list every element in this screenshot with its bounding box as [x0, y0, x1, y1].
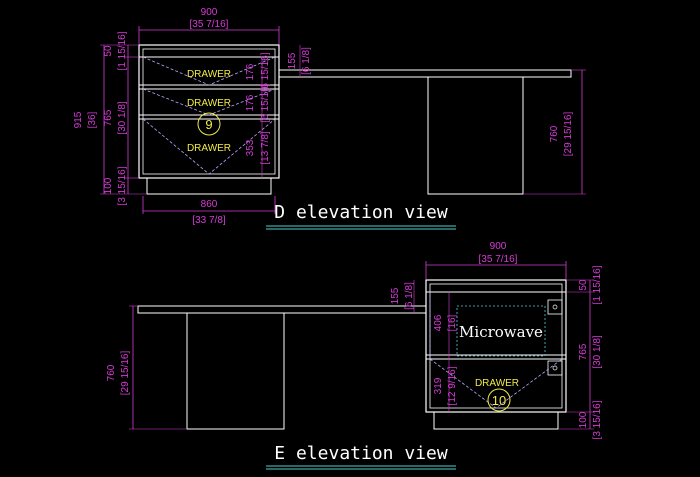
e-microwave-label: Microwave — [459, 323, 543, 341]
e-drawer-height: 319 — [433, 377, 444, 394]
d-cabinet-body — [138, 44, 280, 179]
d-desktop — [278, 69, 572, 78]
d-drawer-label-2: DRAWER — [187, 98, 231, 109]
d-table-height-in: [29 15/16] — [563, 112, 574, 157]
d-callout-number: 9 — [205, 117, 212, 132]
e-outlet-lower-socket — [552, 365, 558, 371]
d-callout-circle — [197, 112, 221, 136]
d-desktop-thickness: 155 — [287, 52, 298, 69]
d-elevation-view: 900 [35 7/16] 860 [33 7/8] 915 [36] 50 [… — [73, 7, 586, 230]
e-table-height-in: [29 15/16] — [120, 351, 131, 396]
d-drawer3-height-in: [13 7/8] — [260, 131, 271, 165]
e-right-top-in: [1 15/16] — [592, 265, 603, 304]
d-drawer3-swing — [142, 118, 276, 175]
d-drawer3-height: 353 — [245, 139, 256, 156]
d-drawer1-height-in: [6 15/16] — [260, 52, 271, 91]
d-top-width-in: [35 7/16] — [190, 19, 229, 30]
e-callout-number: 10 — [492, 393, 506, 408]
d-left-base: 100 — [103, 177, 114, 194]
e-outlet-upper — [547, 299, 563, 315]
e-desktop-thickness-in: [6 1/8] — [404, 282, 415, 310]
d-left-base-in: [3 15/16] — [117, 166, 128, 205]
d-table-height: 760 — [549, 125, 560, 142]
d-left-mid: 765 — [103, 109, 114, 126]
d-top-width: 900 — [201, 7, 218, 18]
e-drawer-swing — [429, 358, 563, 409]
e-leg-panel — [186, 312, 285, 430]
d-drawer2-height: 176 — [245, 94, 256, 111]
d-drawer1-swing — [142, 56, 276, 86]
e-desktop — [137, 305, 427, 314]
d-left-top-in: [1 15/16] — [117, 31, 128, 70]
e-right-mid: 765 — [578, 343, 589, 360]
d-drawer-label-3: DRAWER — [187, 143, 231, 154]
e-right-top: 50 — [578, 279, 589, 291]
e-right-mid-in: [30 1/8] — [592, 335, 603, 369]
d-leg-panel — [427, 76, 524, 195]
d-desktop-thickness-in: [6 1/8] — [301, 47, 312, 75]
d-left-total-in: [36] — [87, 111, 98, 128]
d-view-title: D elevation view — [274, 202, 448, 223]
d-drawer2-swing — [142, 88, 276, 116]
d-left-mid-in: [30 1/8] — [117, 101, 128, 135]
e-elevation-view: Microwave DRAWER 10 900 [35 7/16] 155 [6… — [106, 241, 603, 470]
e-microwave-height: 406 — [433, 314, 444, 331]
e-drawer-height-in: [12 9/16] — [447, 366, 458, 405]
d-drawer1-height: 176 — [245, 63, 256, 80]
e-top-width-in: [35 7/16] — [479, 254, 518, 265]
d-drawer-label-1: DRAWER — [187, 69, 231, 80]
d-drawer2-height-in: [6 15/16] — [260, 83, 271, 122]
d-left-top: 50 — [103, 45, 114, 57]
e-plinth — [433, 411, 559, 430]
d-bottom-width: 860 — [201, 199, 218, 210]
e-callout-circle — [487, 388, 511, 412]
e-drawer-label: DRAWER — [475, 378, 519, 389]
e-microwave-outline — [456, 305, 546, 357]
e-microwave-height-in: [16] — [447, 314, 458, 331]
e-outlet-upper-socket — [552, 304, 558, 310]
d-plinth — [146, 177, 272, 195]
e-table-height: 760 — [106, 364, 117, 381]
e-right-base-in: [3 15/16] — [592, 400, 603, 439]
e-right-base: 100 — [578, 411, 589, 428]
e-outlet-lower — [547, 360, 563, 376]
d-left-total: 915 — [73, 111, 84, 128]
d-bottom-width-in: [33 7/8] — [192, 215, 226, 226]
e-view-title: E elevation view — [274, 443, 448, 464]
e-desktop-thickness: 155 — [390, 287, 401, 304]
e-top-width: 900 — [490, 241, 507, 252]
